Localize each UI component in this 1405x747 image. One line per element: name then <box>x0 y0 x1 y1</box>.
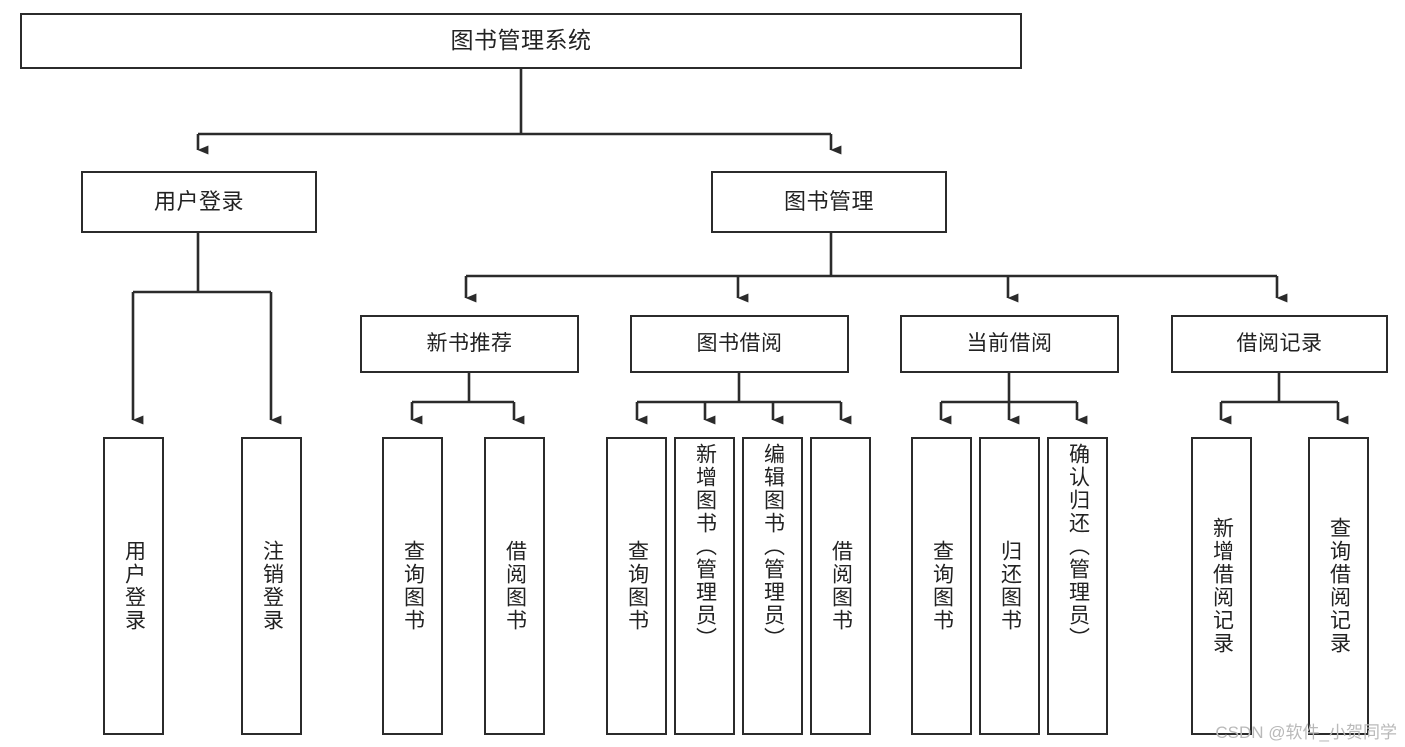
leaf-user-login-logout[interactable]: 注销登录 <box>241 437 302 735</box>
node-label: 借阅图书 <box>503 540 527 632</box>
node-label: 借阅记录 <box>1236 331 1323 355</box>
leaf-current-borrow-return[interactable]: 归还图书 <box>979 437 1040 735</box>
node-current-borrow[interactable]: 当前借阅 <box>900 315 1119 373</box>
node-label: 当前借阅 <box>966 331 1053 355</box>
leaf-current-borrow-query[interactable]: 查询图书 <box>911 437 972 735</box>
node-label: 新增图书（管理员） <box>693 443 717 650</box>
leaf-user-login-login[interactable]: 用户登录 <box>103 437 164 735</box>
node-book-management[interactable]: 图书管理 <box>711 171 947 233</box>
node-label: 查询图书 <box>930 540 954 632</box>
leaf-current-borrow-confirm-return[interactable]: 确认归还（管理员） <box>1047 437 1108 735</box>
node-label: 图书借阅 <box>696 331 783 355</box>
node-label: 用户登录 <box>122 540 146 632</box>
node-label: 新书推荐 <box>426 331 513 355</box>
node-label: 确认归还（管理员） <box>1066 443 1090 650</box>
node-label: 查询图书 <box>625 540 649 632</box>
node-label: 归还图书 <box>998 540 1022 632</box>
node-label: 借阅图书 <box>829 540 853 632</box>
node-new-book-recommend[interactable]: 新书推荐 <box>360 315 579 373</box>
leaf-borrow-record-add[interactable]: 新增借阅记录 <box>1191 437 1252 735</box>
node-borrow-record[interactable]: 借阅记录 <box>1171 315 1388 373</box>
node-user-login[interactable]: 用户登录 <box>81 171 317 233</box>
leaf-book-borrow-edit[interactable]: 编辑图书（管理员） <box>742 437 803 735</box>
node-label: 注销登录 <box>260 540 284 632</box>
node-root-book-management-system[interactable]: 图书管理系统 <box>20 13 1022 69</box>
leaf-new-book-query[interactable]: 查询图书 <box>382 437 443 735</box>
leaf-book-borrow-borrow[interactable]: 借阅图书 <box>810 437 871 735</box>
leaf-book-borrow-query[interactable]: 查询图书 <box>606 437 667 735</box>
node-label: 编辑图书（管理员） <box>761 443 785 650</box>
node-label: 查询借阅记录 <box>1327 517 1351 655</box>
node-label: 查询图书 <box>401 540 425 632</box>
leaf-borrow-record-query[interactable]: 查询借阅记录 <box>1308 437 1369 735</box>
node-label: 图书管理系统 <box>450 27 592 54</box>
node-label: 新增借阅记录 <box>1210 517 1234 655</box>
node-book-borrow[interactable]: 图书借阅 <box>630 315 849 373</box>
node-label: 图书管理 <box>783 189 874 215</box>
leaf-new-book-borrow[interactable]: 借阅图书 <box>484 437 545 735</box>
node-label: 用户登录 <box>153 189 244 215</box>
leaf-book-borrow-add[interactable]: 新增图书（管理员） <box>674 437 735 735</box>
